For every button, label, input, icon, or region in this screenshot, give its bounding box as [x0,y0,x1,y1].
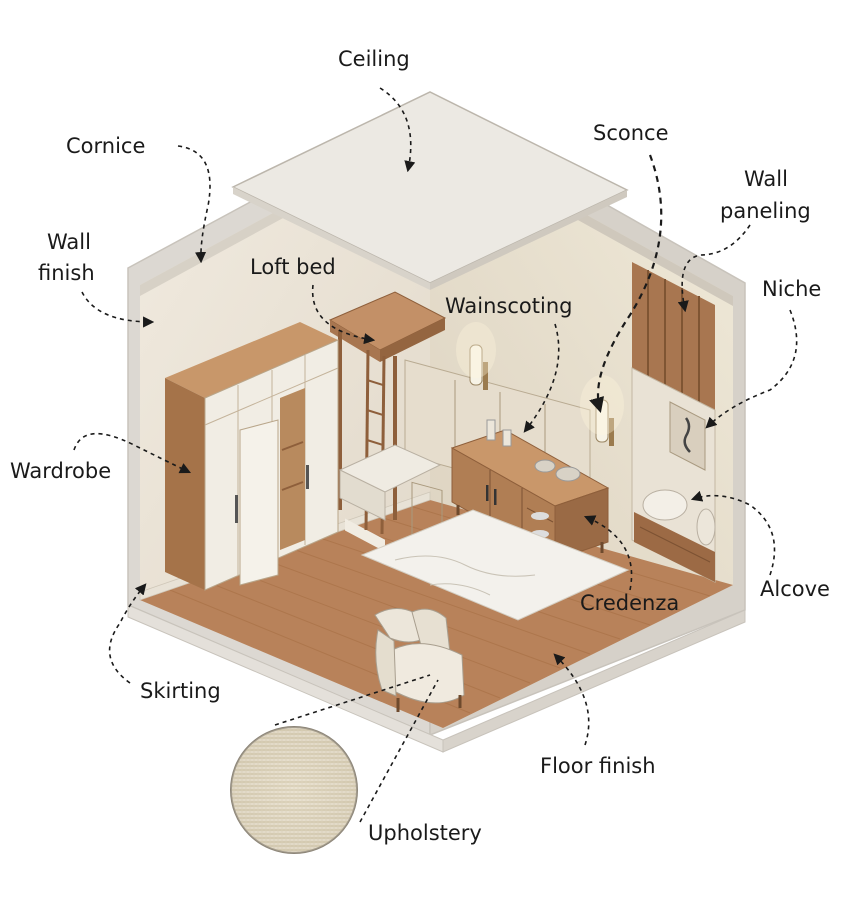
skirting-label: Skirting [140,679,221,703]
ceiling-leader [379,87,416,173]
sconce-label: Sconce [593,121,669,145]
upholstery-label: Upholstery [368,821,482,845]
credenza [450,419,610,565]
wall-paneling-label-line2: paneling [720,199,811,223]
wainscoting-leader [523,323,560,433]
floor-finish-label: Floor finish [540,754,656,778]
ceiling-panel [231,91,629,290]
ceiling-label: Ceiling [338,47,410,71]
wall-finish-leader [81,291,155,328]
niche-label: Niche [762,277,821,301]
sconce-left [456,322,496,390]
area-rug [360,509,630,621]
credenza-leader [583,515,633,591]
wall-finish-label-line1: Wall [47,230,91,254]
alcove-label: Alcove [760,577,830,601]
cornice-label: Cornice [66,134,145,158]
niche-recess [669,401,706,471]
sconce-leader [589,154,663,413]
alcove [631,367,716,583]
armchair [374,608,465,712]
floor-edge-right [442,609,746,753]
alcove-cushion [642,489,688,521]
alcove-bench [634,512,715,582]
upholstery-swatch [230,674,439,854]
niche-leader [705,309,798,429]
cornice-leader [177,145,211,264]
wardrobe-label: Wardrobe [10,459,111,483]
loft-bed-label: Loft bed [250,255,336,279]
labels: Ceiling Cornice Sconce Wall paneling Wal… [10,47,830,845]
wall-paneling-leader [677,224,751,313]
niche-sculpture [683,417,691,453]
floor-finish-leader [553,653,590,746]
wardrobe-leader [73,432,192,474]
wardrobe [165,322,339,591]
leader-lines [73,87,798,746]
wainscoting-label: Wainscoting [445,294,572,318]
credenza-label: Credenza [580,591,679,615]
loft-bed [328,291,447,552]
wall-finish-label-line2: finish [38,261,95,285]
wall-paneling-label-line1: Wall [744,167,788,191]
alcove-cushion [696,508,716,546]
loft-bed-leader [311,284,376,345]
rug-veining [394,555,536,596]
